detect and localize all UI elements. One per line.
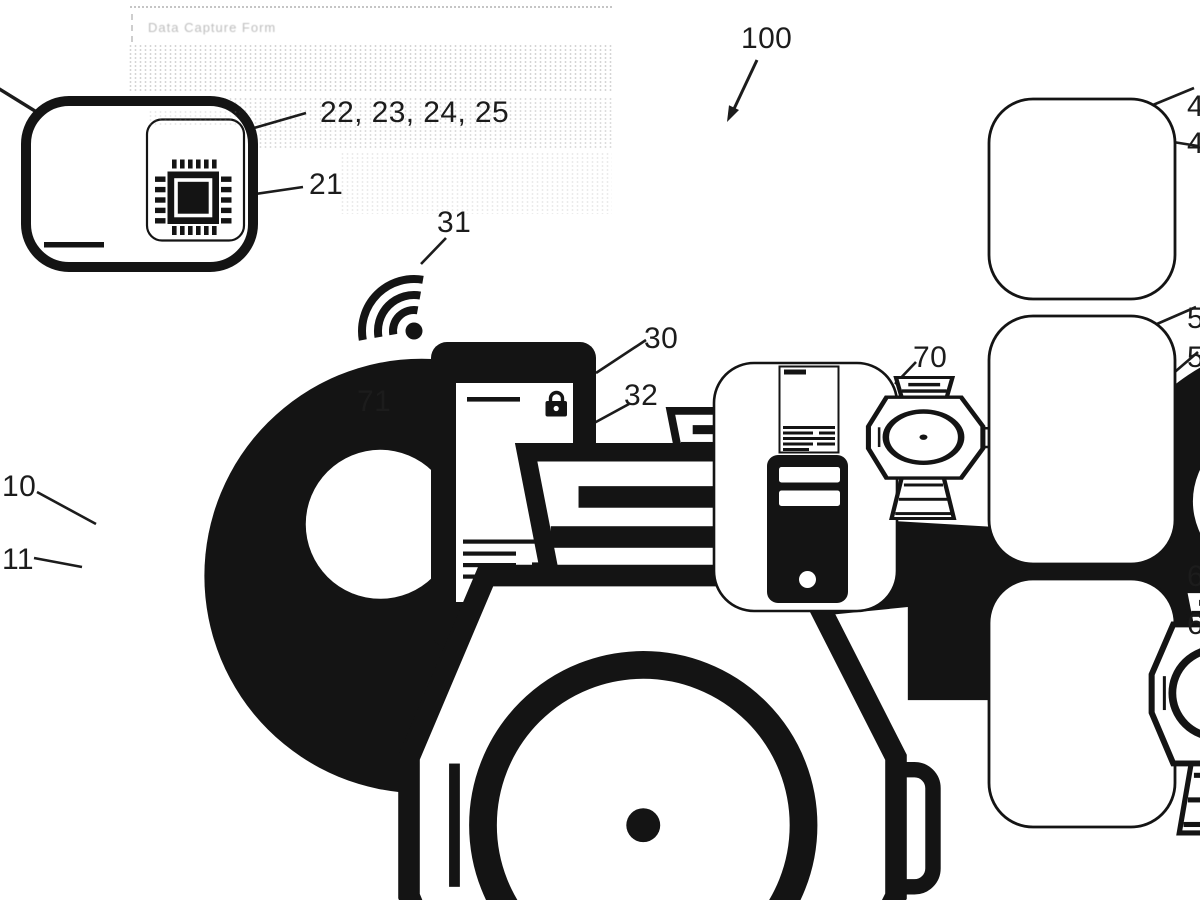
label-system: 100 bbox=[741, 22, 793, 55]
label-screen-watch: 71 bbox=[357, 385, 392, 418]
label-phone: 30 bbox=[644, 322, 679, 355]
chip-icon bbox=[155, 159, 232, 235]
server-box bbox=[712, 361, 993, 613]
label-server: 70 bbox=[913, 341, 948, 374]
smart-card bbox=[21, 96, 1200, 794]
watch-database-box bbox=[987, 577, 1200, 835]
watermark-noise-band bbox=[340, 152, 612, 214]
label-db2-box-partial: 5 bbox=[1187, 302, 1200, 335]
card-signature-line bbox=[44, 242, 104, 248]
leader-watch-marker bbox=[33, 556, 83, 569]
label-card-keys: 22, 23, 24, 25 bbox=[320, 96, 510, 129]
watermark-dotted-line bbox=[130, 6, 612, 8]
label-db3-item-partial: 6 bbox=[1187, 608, 1200, 641]
watermark-caption: Data Capture Form bbox=[148, 20, 277, 35]
screen-title-line bbox=[467, 397, 520, 402]
leader-watch bbox=[36, 490, 97, 526]
certificate-icon bbox=[778, 365, 993, 520]
computer-tower-icon bbox=[767, 455, 848, 603]
watermark-noise-band bbox=[128, 44, 612, 92]
label-wireless: 31 bbox=[437, 206, 472, 239]
watermark-noise-band bbox=[148, 110, 240, 125]
lock-icon bbox=[545, 390, 567, 417]
key-database-box bbox=[987, 97, 1200, 765]
label-db1-box-partial: 4 bbox=[1187, 90, 1200, 123]
wifi-icon bbox=[358, 275, 424, 341]
label-db2-item-partial: 5 bbox=[1187, 341, 1200, 374]
leader-db1-box bbox=[1147, 86, 1195, 109]
leader-phone bbox=[595, 338, 647, 375]
person-database-box bbox=[987, 314, 1177, 566]
label-db1-item-partial: 4 bbox=[1187, 127, 1200, 160]
label-watch: 10 bbox=[2, 470, 37, 503]
watermark-dash-edge bbox=[131, 14, 133, 42]
system-arrow bbox=[727, 59, 759, 122]
label-db3-box-partial: 6 bbox=[1187, 560, 1200, 593]
label-watch-marker: 11 bbox=[2, 543, 34, 576]
label-card-chip: 21 bbox=[309, 168, 344, 201]
leader-wifi bbox=[420, 237, 447, 265]
label-screen: 32 bbox=[624, 379, 659, 412]
